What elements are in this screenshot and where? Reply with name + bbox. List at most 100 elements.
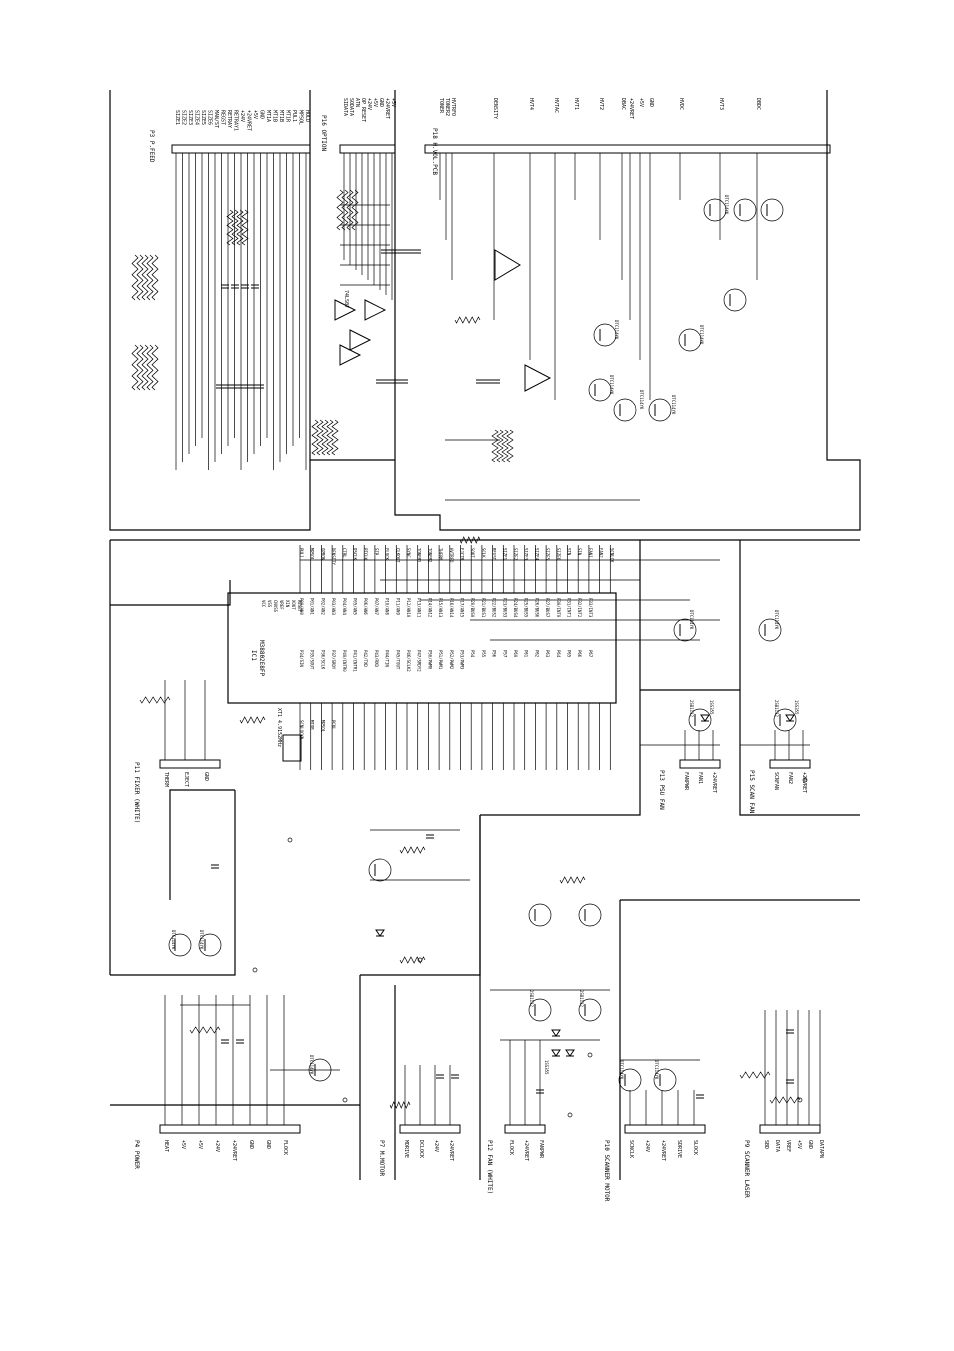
diode bbox=[700, 714, 710, 722]
cpu-net: SYNC bbox=[406, 548, 411, 558]
cpu-net: CLKOUT bbox=[395, 548, 400, 563]
transistor-part: 1SS355 bbox=[709, 700, 714, 715]
signal-label: MT1R bbox=[285, 110, 291, 123]
signal-label: HEAT bbox=[163, 1140, 169, 1152]
transistor-part: DTC114YK bbox=[614, 320, 619, 340]
signal-label: SODATA bbox=[348, 98, 354, 116]
diode bbox=[565, 1049, 575, 1057]
signal-label: SIZE3 bbox=[187, 110, 193, 125]
terminal bbox=[587, 1052, 593, 1058]
cpu-pin: P06/AN6 bbox=[363, 598, 368, 615]
transistor bbox=[528, 903, 552, 927]
cpu-pin: P47/SRDY2 bbox=[417, 650, 422, 672]
cpu-pin: VSS bbox=[267, 600, 272, 608]
connector-p16-option: P16 OPTION bbox=[320, 115, 396, 154]
resistor bbox=[399, 956, 426, 964]
transistor bbox=[528, 998, 552, 1022]
cpu-pin: P54 bbox=[470, 650, 475, 658]
connector-p13-psu-fan: P13 PSU FAN bbox=[658, 759, 721, 810]
signal-label: DENSITY bbox=[492, 98, 498, 119]
connector-p7-motor: P7 M.MOTOR bbox=[378, 1124, 461, 1177]
crystal-xt1: XT1 4.9152MHz bbox=[276, 708, 302, 762]
resistor bbox=[559, 876, 586, 884]
signal-label: MAN/ST bbox=[213, 110, 219, 128]
cpu-pin: P10/AN8 bbox=[385, 598, 390, 615]
transistor bbox=[723, 288, 747, 312]
cpu-pin: P46/SCLK2 bbox=[406, 650, 411, 672]
connector-p15-scan-fan: P15 SCAN FAN bbox=[748, 759, 811, 814]
diode bbox=[551, 1049, 561, 1057]
signal-label: DCLOCK bbox=[418, 1140, 424, 1158]
connector-p12-fan: P12 FAN (WHITE) bbox=[486, 1124, 546, 1194]
transistor bbox=[168, 933, 192, 957]
resistor bbox=[341, 189, 349, 231]
transistor bbox=[760, 198, 784, 222]
resistor bbox=[131, 254, 139, 301]
resistor bbox=[454, 316, 481, 324]
cpu-net: OPRON bbox=[320, 548, 325, 561]
cpu-net: SCNLOCKN bbox=[299, 720, 304, 740]
signal-label: SCNFAN bbox=[773, 772, 779, 790]
cpu-net: SOUT bbox=[470, 548, 475, 558]
cpu-net: THERM bbox=[438, 548, 443, 561]
cpu-pin: P00/AN0 bbox=[299, 598, 304, 615]
transistor-part: 1SS355 bbox=[544, 1060, 549, 1075]
terminal bbox=[287, 837, 293, 843]
resistor bbox=[141, 344, 149, 391]
transistor-part: 1SS355 bbox=[794, 700, 799, 715]
cpu-pin: P23/BUS3 bbox=[502, 598, 507, 618]
transistor bbox=[593, 323, 617, 347]
cpu-pin: P55 bbox=[481, 650, 486, 658]
transistor bbox=[613, 398, 637, 422]
cpu-pin: P51/PWM1 bbox=[438, 650, 443, 670]
cpu-pin: P56 bbox=[492, 650, 497, 658]
signal-label: SCNCLK bbox=[628, 1140, 634, 1158]
transistor bbox=[773, 708, 797, 732]
cpu-pin: P64 bbox=[556, 650, 561, 658]
transistor bbox=[648, 398, 672, 422]
cpu-pin: P01/AN1 bbox=[310, 598, 315, 615]
signal-label: +24VRET bbox=[246, 110, 252, 131]
cpu-pin: P40/CNTR0 bbox=[342, 650, 347, 672]
cpu-net: MPSOL bbox=[310, 548, 315, 561]
transistor-part: DTC114YK bbox=[654, 1060, 659, 1080]
cpu-pin: P17/AN15 bbox=[460, 598, 465, 618]
signal-label: SIDATA bbox=[342, 98, 348, 116]
signal-label: +24VRET bbox=[660, 1140, 666, 1161]
cpu-net: SIN bbox=[577, 548, 582, 556]
signal-label: +5V bbox=[180, 1140, 186, 1149]
resistor bbox=[189, 1026, 221, 1034]
transistor bbox=[368, 858, 392, 882]
signal-label: OP RESET bbox=[360, 98, 366, 122]
cpu-net: SIZE2 bbox=[513, 548, 518, 561]
signal-label: MPSOL bbox=[298, 110, 304, 125]
cpu-net: SIZE3 bbox=[524, 548, 529, 561]
diode bbox=[785, 714, 795, 722]
signal-label: +24V bbox=[214, 1140, 220, 1152]
cpu-net: SIZE5 bbox=[545, 548, 550, 561]
transistor bbox=[588, 378, 612, 402]
cpu-net: PUL1 bbox=[299, 548, 304, 558]
cpu-pin: P27/BUS7 bbox=[545, 598, 550, 618]
resistor bbox=[389, 1101, 411, 1109]
transistor bbox=[653, 1068, 677, 1092]
transistor bbox=[578, 998, 602, 1022]
signal-label: MT1B bbox=[272, 110, 278, 122]
signal-label: +5V bbox=[252, 110, 258, 119]
cpu-pin: P30/INT0 bbox=[556, 598, 561, 618]
signal-label: MDRIVE bbox=[403, 1140, 409, 1158]
signal-label: +24V bbox=[239, 110, 245, 122]
signal-label: +5V bbox=[197, 1140, 203, 1149]
cpu-pin: P04/AN4 bbox=[342, 598, 347, 615]
cpu-pin: XOUT bbox=[291, 600, 296, 610]
signal-label: +5V bbox=[638, 98, 644, 107]
signal-label: +24VRET bbox=[384, 98, 390, 119]
signal-label: TONER2 bbox=[444, 98, 450, 116]
resistor bbox=[491, 429, 499, 463]
signal-label: HVT2 bbox=[598, 98, 604, 110]
cpu-pin: P21/BUS1 bbox=[481, 598, 486, 618]
section-borders bbox=[109, 90, 861, 1180]
top-wires bbox=[175, 153, 758, 641]
